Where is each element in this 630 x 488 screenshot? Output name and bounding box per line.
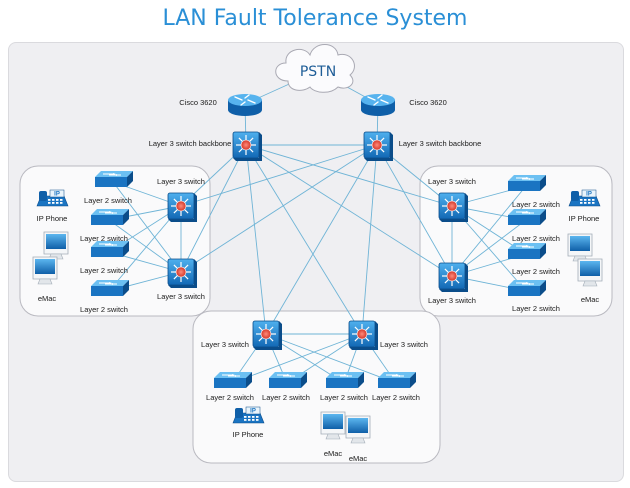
- link-l3e-l2l: [265, 333, 397, 384]
- layer2-switch-icon-l2e: [508, 175, 546, 191]
- link-bb1-l3d: [245, 144, 453, 277]
- l2-label-f: Layer 2 switch: [512, 234, 560, 243]
- link-bb2-l3b: [180, 144, 378, 273]
- layer3-switch-icon-l3a: [167, 192, 197, 222]
- layer2-switch-icon-l2k: [326, 372, 364, 388]
- router-icon-right: [361, 94, 395, 116]
- link-bb2-l3d: [376, 144, 453, 277]
- ip-badge: IP: [54, 192, 60, 198]
- link-bb1-l3f: [245, 144, 363, 335]
- layer2-switch-icon-l2d: [91, 280, 129, 296]
- layer2-switch-icon-l2a: [95, 171, 133, 187]
- l2-label-j: Layer 2 switch: [262, 393, 310, 402]
- emac-label-left: eMac: [38, 294, 57, 303]
- router-icon-left: [228, 94, 262, 116]
- layer2-switch-icon-l2i: [214, 372, 252, 388]
- group-bottom: [192, 310, 441, 464]
- backbone-switch-icon-left: [232, 131, 262, 161]
- emac-computer-icon-left-1: [43, 231, 69, 260]
- l2-label-a: Layer 2 switch: [84, 196, 132, 205]
- l3-label-left-bottom: Layer 3 switch: [157, 292, 205, 301]
- ipphone-label-right: IP Phone: [569, 214, 600, 223]
- l2-label-i: Layer 2 switch: [206, 393, 254, 402]
- emac-label-right: eMac: [581, 295, 600, 304]
- layer2-switch-icon-l2c: [91, 241, 129, 257]
- backbone-switch-icon-right: [363, 131, 393, 161]
- backbone-label-left: Layer 3 switch backbone: [149, 139, 232, 148]
- link-l3b-l2a: [112, 181, 182, 273]
- l2-label-l: Layer 2 switch: [372, 393, 420, 402]
- link-bb1-l3c: [245, 144, 453, 207]
- backbone-label-right: Layer 3 switch backbone: [399, 139, 482, 148]
- link-bb1-l3e: [245, 144, 267, 335]
- link-l3a-l2d: [108, 205, 182, 292]
- emac-computer-icon-bottom-2: [345, 415, 371, 444]
- layer2-switch-icon-l2g: [508, 243, 546, 259]
- l3-label-right-top: Layer 3 switch: [428, 177, 476, 186]
- layer3-switch-icon-l3b: [167, 258, 197, 288]
- l3-label-bottom-left: Layer 3 switch: [201, 340, 249, 349]
- pstn-label: PSTN: [300, 64, 336, 80]
- l2-label-k: Layer 2 switch: [320, 393, 368, 402]
- emac-computer-icon-bottom-1: [320, 411, 346, 440]
- link-bb2-l3a: [180, 144, 378, 207]
- link-bb1-l3b: [180, 144, 247, 273]
- router-label-left: Cisco 3620: [179, 98, 217, 107]
- layer3-switch-icon-l3d: [438, 262, 468, 292]
- link-bb2-l3e: [265, 144, 378, 335]
- ip-phone-icon-bottom: IP: [232, 406, 265, 424]
- layer2-switch-icon-l2h: [508, 280, 546, 296]
- ipphone-label-left: IP Phone: [37, 214, 68, 223]
- layer3-switch-icon-l3e: [252, 320, 282, 350]
- link-bb2-l3f: [361, 144, 378, 335]
- diagram-title: LAN Fault Tolerance System: [162, 6, 468, 31]
- l3-label-left-top: Layer 3 switch: [157, 177, 205, 186]
- link-l3d-l2e: [451, 185, 527, 277]
- l2-label-c: Layer 2 switch: [80, 266, 128, 275]
- ip-badge: IP: [250, 409, 256, 415]
- ip-badge: IP: [586, 192, 592, 198]
- l2-label-d: Layer 2 switch: [80, 305, 128, 314]
- layer3-switch-icon-l3c: [438, 192, 468, 222]
- l2-label-b: Layer 2 switch: [80, 234, 128, 243]
- l2-label-g: Layer 2 switch: [512, 267, 560, 276]
- l3-label-bottom-right: Layer 3 switch: [380, 340, 428, 349]
- layer2-switch-icon-l2l: [378, 372, 416, 388]
- emac-label-bottom-2: eMac: [349, 454, 368, 463]
- layer2-switch-icon-l2b: [91, 209, 129, 225]
- ip-phone-icon-right: IP: [568, 189, 601, 207]
- layer2-switch-icon-l2f: [508, 209, 546, 225]
- layer2-switch-icon-l2j: [269, 372, 307, 388]
- link-l3f-l2i: [231, 333, 363, 384]
- ip-phone-icon-left: IP: [36, 189, 69, 207]
- l2-label-e: Layer 2 switch: [512, 200, 560, 209]
- layer3-switch-icon-l3f: [348, 320, 378, 350]
- emac-computer-icon-left-2: [32, 256, 58, 285]
- emac-label-bottom-1: eMac: [324, 449, 343, 458]
- emac-computer-icon-right-2: [577, 258, 603, 287]
- ipphone-label-bottom: IP Phone: [233, 430, 264, 439]
- l2-label-h: Layer 2 switch: [512, 304, 560, 313]
- l3-label-right-bottom: Layer 3 switch: [428, 296, 476, 305]
- cloud-icon: [275, 44, 355, 93]
- router-label-right: Cisco 3620: [409, 98, 447, 107]
- emac-computer-icon-right-1: [567, 233, 593, 262]
